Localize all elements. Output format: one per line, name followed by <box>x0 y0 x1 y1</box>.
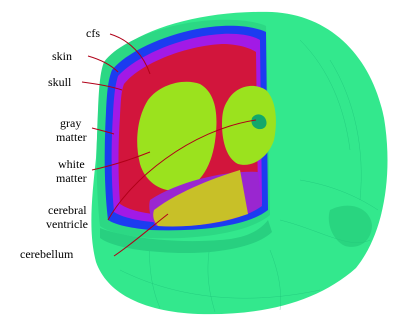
label-white-matter-line1: white <box>58 157 85 171</box>
label-white-matter-line2: matter <box>56 171 87 185</box>
label-skull: skull <box>48 75 72 89</box>
label-cerebellum: cerebellum <box>20 247 74 261</box>
label-gray-matter-line1: gray <box>60 116 81 130</box>
label-skin: skin <box>52 49 72 63</box>
label-gray-matter-line2: matter <box>56 130 87 144</box>
label-cerebral-ventricle-line2: ventricle <box>46 217 88 231</box>
label-cfs: cfs <box>86 26 100 40</box>
label-cerebral-ventricle-line1: cerebral <box>48 203 87 217</box>
